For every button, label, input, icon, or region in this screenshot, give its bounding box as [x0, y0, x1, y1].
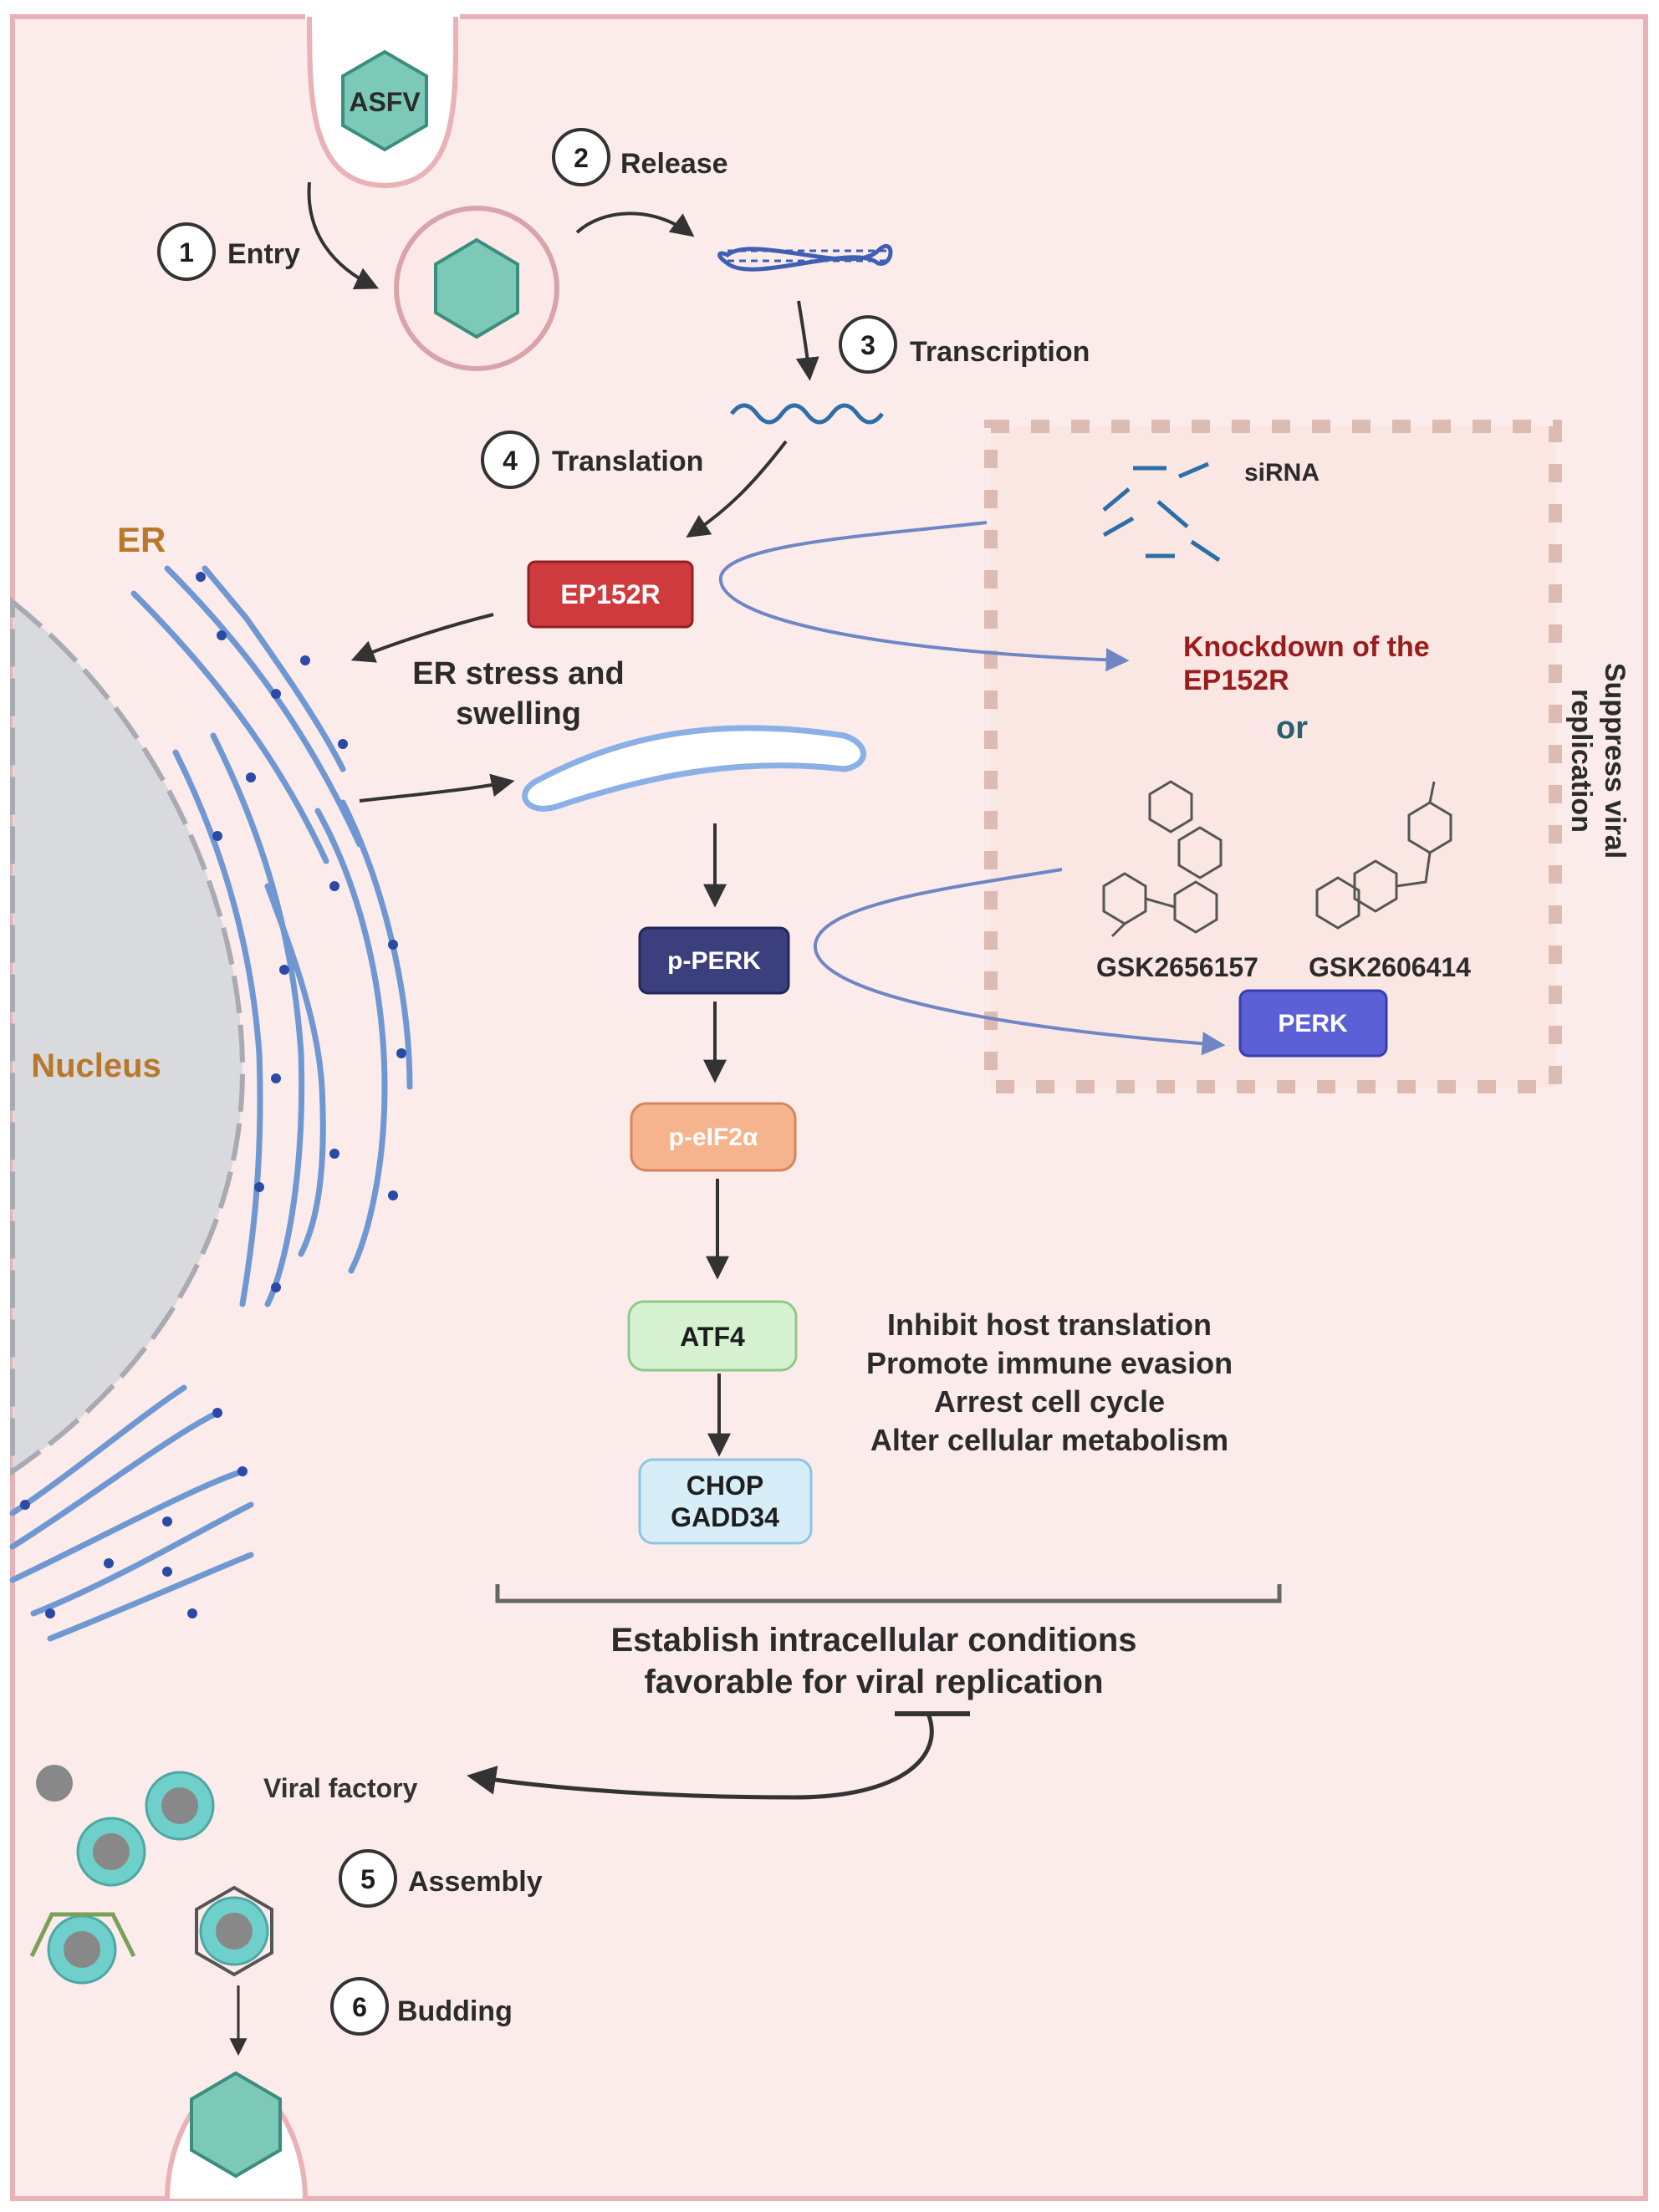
or-label: or [1276, 711, 1308, 746]
p-perk-node: p-PERK [638, 926, 790, 995]
step-budding: 6 Budding [229, 1977, 513, 2057]
summary-bracket [495, 1584, 1282, 1603]
nucleus-label: Nucleus [31, 1047, 161, 1084]
step-3-label: Transcription [910, 336, 1090, 368]
knockdown-line1: Knockdown of the [1183, 631, 1430, 663]
p-eif2a-node: p-eIF2α [630, 1102, 797, 1172]
perk-node [1238, 989, 1388, 1058]
step-3-number: 3 [860, 330, 875, 360]
chop-gadd34-node: CHOP GADD34 [638, 1458, 813, 1545]
asfv-label: ASFV [349, 87, 421, 117]
step-2-number: 2 [574, 143, 589, 173]
arrow-er-to-swelling [359, 773, 515, 803]
p-eif2a-label: p-eIF2α [669, 1124, 758, 1151]
er-stress-line2: swelling [456, 696, 581, 731]
gsk2656157-structure-icon [1102, 780, 1223, 938]
swollen-er-icon [522, 725, 866, 812]
arrow-sirna-to-ep152r [718, 521, 1130, 672]
drug1-label: GSK2656157 [1096, 952, 1258, 982]
step-assembly: 5 Assembly [339, 1849, 543, 1908]
ribosomes [20, 572, 406, 1618]
atf4-node: ATF4 [627, 1300, 798, 1372]
drug2-label: GSK2606414 [1309, 952, 1471, 982]
viral-factory-label: Viral factory [263, 1773, 418, 1803]
effect-item: Arrest cell cycle [934, 1384, 1165, 1419]
budding-virion [165, 2071, 308, 2199]
conclusion-line2: favorable for viral replication [644, 1664, 1103, 1700]
perk-label: PERK [1278, 1010, 1348, 1037]
chop-label: CHOP [687, 1470, 763, 1501]
step-6-number: 6 [352, 1992, 367, 2022]
step-entry: 1 Entry [157, 181, 380, 289]
mrna-icon [730, 403, 884, 425]
step-5-number: 5 [360, 1864, 375, 1894]
atf4-label: ATF4 [680, 1322, 745, 1352]
step-transcription: 3 Transcription [795, 300, 1090, 381]
er-stress-line1: ER stress and [412, 656, 624, 691]
sirna-label: siRNA [1244, 459, 1320, 487]
effect-item: Promote immune evasion [866, 1346, 1233, 1380]
arrow-inhibitor-to-perk [813, 868, 1226, 1056]
ep152r-label: EP152R [560, 579, 660, 609]
viral-dna-icon [717, 243, 893, 272]
asfv-virion: ASFV [341, 49, 428, 152]
step-1-label: Entry [227, 238, 300, 270]
step-translation: 4 Translation [481, 431, 788, 538]
suppress-line1: Suppress viral [1599, 663, 1631, 859]
p-perk-label: p-PERK [667, 947, 761, 975]
suppress-line2: replication [1565, 689, 1597, 833]
step-1-number: 1 [179, 237, 194, 268]
effect-item: Inhibit host translation [887, 1307, 1212, 1342]
step-4-label: Translation [552, 446, 703, 477]
step-release: 2 Release [552, 128, 728, 237]
er-label: ER [117, 520, 166, 559]
pathway-arrows [703, 823, 731, 1457]
step-2-label: Release [620, 148, 728, 180]
sirna-icon [1102, 461, 1221, 563]
inhibition-panel: siRNA Knockdown of the EP152R or GSK2656… [984, 420, 1631, 1093]
viral-factory-particles [36, 1765, 215, 1887]
assembling-virions [29, 1885, 273, 1985]
step-5-label: Assembly [408, 1866, 543, 1898]
arrow-ep152r-to-er [350, 613, 494, 663]
gsk2606414-structure-icon [1315, 781, 1452, 930]
arrow-to-viral-factory [467, 1713, 934, 1800]
ep152r-node: EP152R [527, 560, 694, 629]
downstream-effects: Inhibit host translation Promote immune … [866, 1307, 1233, 1457]
knockdown-line2: EP152R [1183, 665, 1289, 696]
nucleus: Nucleus [10, 596, 246, 1476]
gadd34-label: GADD34 [671, 1502, 779, 1532]
effect-item: Alter cellular metabolism [870, 1423, 1228, 1457]
endosome [394, 206, 559, 371]
step-4-number: 4 [503, 446, 518, 476]
conclusion-line1: Establish intracellular conditions [610, 1622, 1136, 1659]
step-6-label: Budding [397, 1995, 513, 2027]
